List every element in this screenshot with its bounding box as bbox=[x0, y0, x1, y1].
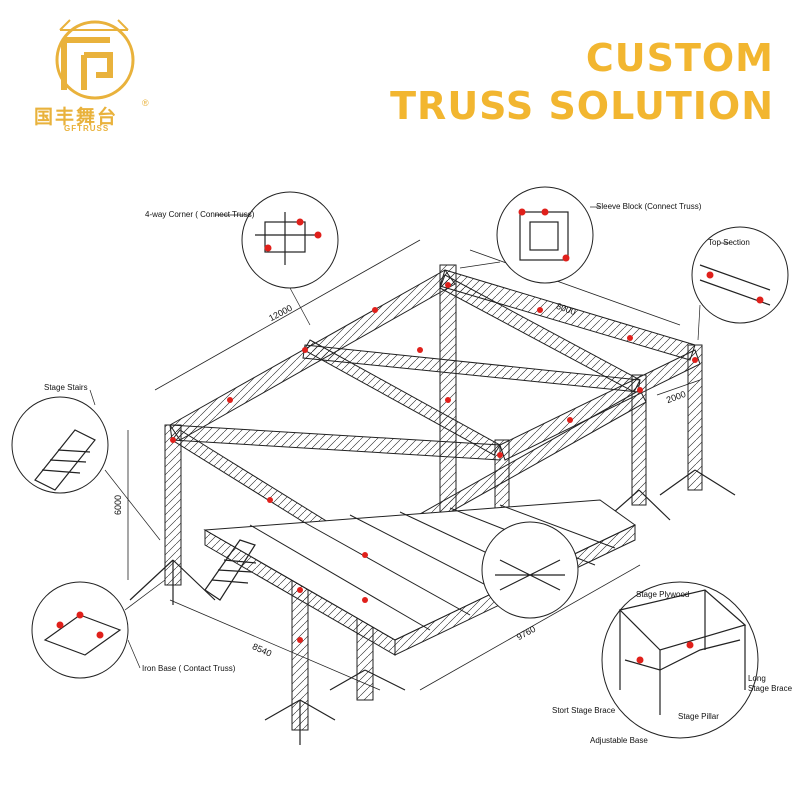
dimension-lines bbox=[127, 239, 701, 691]
label-sleeve-block: Sleeve Block (Connect Truss) bbox=[596, 202, 702, 211]
label-stage-plywood: Stage Plywood bbox=[636, 590, 690, 599]
label-top-section: Top Section bbox=[708, 238, 750, 247]
label-stage-stairs: Stage Stairs bbox=[44, 383, 88, 392]
logo-chinese-name: 国丰舞台 bbox=[34, 106, 119, 128]
label-four-way-corner: 4-way Corner ( Connect Truss) bbox=[145, 210, 255, 219]
label-stage-pillar: Stage Pillar bbox=[678, 712, 719, 721]
callout-joints bbox=[56, 208, 764, 664]
title-line-1: CUSTOM bbox=[585, 36, 774, 80]
callout-leaders bbox=[89, 206, 730, 669]
dimension-height: 6000 bbox=[113, 494, 124, 516]
title-line-2: TRUSS SOLUTION bbox=[390, 84, 774, 128]
label-stort-stage-brace: Stort Stage Brace bbox=[552, 706, 616, 715]
callout-details bbox=[34, 211, 771, 715]
truss-joints bbox=[170, 282, 698, 643]
logo-english-name: GFTRUSS bbox=[64, 124, 110, 133]
label-long-stage-brace: Long Stage Brace bbox=[748, 674, 793, 693]
stage-stairs bbox=[204, 539, 257, 601]
label-adjustable-base: Adjustable Base bbox=[590, 736, 648, 745]
logo-mark bbox=[55, 19, 135, 100]
column-bases bbox=[129, 469, 736, 745]
label-iron-base: Iron Base ( Contact Truss) bbox=[142, 664, 236, 673]
logo-registered-mark: ® bbox=[142, 98, 149, 108]
